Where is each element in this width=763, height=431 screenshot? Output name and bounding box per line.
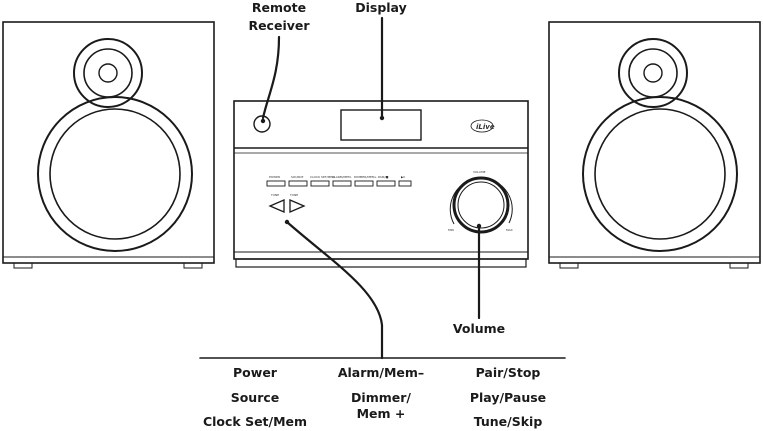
- callout-labels: Remote Receiver Display Volume: [248, 0, 505, 336]
- panel-label-power: POWER: [269, 175, 280, 179]
- label-dimmer: Dimmer/: [351, 390, 411, 405]
- right-woofer-inner: [594, 108, 726, 240]
- left-tweeter-ring: [83, 48, 133, 98]
- callout-dot-display: [379, 115, 385, 121]
- left-woofer-outer: [37, 96, 193, 252]
- panel-button-alarm[interactable]: [332, 180, 352, 187]
- panel-label-dimmer: DIMMER/MEM+: [354, 175, 377, 179]
- panel-label-play: ▶II: [401, 175, 405, 179]
- label-mem-plus: Mem +: [357, 406, 406, 421]
- left-tweeter-dome: [98, 63, 118, 83]
- callout-dot-remote: [260, 118, 266, 124]
- label-volume: Volume: [453, 321, 505, 336]
- panel-button-source[interactable]: [288, 180, 308, 187]
- tune-down-arrow-icon[interactable]: [268, 199, 285, 213]
- brand-logo-text: iLive: [476, 123, 495, 131]
- right-tweeter-ring: [628, 48, 678, 98]
- label-play-pause: Play/Pause: [470, 390, 546, 405]
- button-function-labels: Power Source Clock Set/Mem Alarm/Mem– Di…: [203, 365, 546, 429]
- panel-button-clock-set[interactable]: [310, 180, 330, 187]
- label-tune-skip: Tune/Skip: [474, 414, 543, 429]
- main-unit: [233, 100, 529, 268]
- callout-lines: [199, 16, 566, 360]
- right-speaker-foot-right: [729, 262, 749, 269]
- left-speaker-cabinet: [2, 21, 215, 264]
- label-alarm-mem-minus: Alarm/Mem–: [338, 365, 424, 380]
- label-pair-stop: Pair/Stop: [476, 365, 541, 380]
- left-tweeter-outer: [73, 38, 143, 108]
- volume-knob-max-label: MAX: [506, 228, 513, 232]
- label-power: Power: [233, 365, 278, 380]
- left-woofer-inner: [49, 108, 181, 240]
- panel-label-alarm: ALARM/MEM-: [332, 175, 352, 179]
- remote-receiver-sensor: [253, 115, 271, 133]
- right-tweeter-outer: [618, 38, 688, 108]
- panel-label-clock-set: CLOCK SET/MEM: [310, 175, 335, 179]
- main-unit-base: [235, 258, 527, 268]
- right-tweeter-dome: [643, 63, 663, 83]
- label-clock-set-mem: Clock Set/Mem: [203, 414, 307, 429]
- panel-label-tune-right: TUNE: [289, 193, 298, 197]
- panel-button-dimmer[interactable]: [354, 180, 374, 187]
- label-remote: Remote: [252, 0, 306, 15]
- callout-dot-volume: [476, 223, 482, 229]
- left-speaker-foot-right: [183, 262, 203, 269]
- right-woofer-outer: [582, 96, 738, 252]
- left-speaker-foot-left: [13, 262, 33, 269]
- right-speaker-cabinet: [548, 21, 761, 264]
- panel-label-pair: PAIR/■: [378, 175, 389, 179]
- volume-knob-inner: [457, 181, 505, 229]
- label-source: Source: [231, 390, 280, 405]
- volume-knob-min-label: MIN: [448, 228, 454, 232]
- panel-label-source: SOURCE: [291, 175, 303, 179]
- panel-button-pair-stop[interactable]: [376, 180, 396, 187]
- right-speaker-foot-left: [559, 262, 579, 269]
- front-panel-button-labels: POWER SOURCE CLOCK SET/MEM ALARM/MEM- DI…: [269, 175, 405, 197]
- brand-logo: [470, 119, 494, 133]
- tune-buttons: [268, 199, 306, 213]
- front-panel-buttons: [266, 180, 412, 187]
- volume-knob-scale-arc: [449, 177, 513, 225]
- callout-line-buttons: [285, 220, 384, 360]
- callout-dot-buttons: [284, 219, 290, 225]
- volume-knob[interactable]: [449, 176, 513, 234]
- panel-label-tune-left: TUNE: [270, 193, 279, 197]
- right-speaker: [548, 21, 761, 269]
- volume-knob-outer: [452, 176, 510, 234]
- left-speaker: [2, 21, 215, 269]
- tune-up-arrow-icon[interactable]: [289, 199, 306, 213]
- label-display: Display: [355, 0, 407, 15]
- panel-button-play-pause[interactable]: [398, 180, 412, 187]
- callout-line-remote-receiver: [261, 35, 281, 120]
- label-receiver: Receiver: [248, 18, 310, 33]
- panel-button-power[interactable]: [266, 180, 286, 187]
- volume-knob-label: VOLUME: [473, 170, 486, 174]
